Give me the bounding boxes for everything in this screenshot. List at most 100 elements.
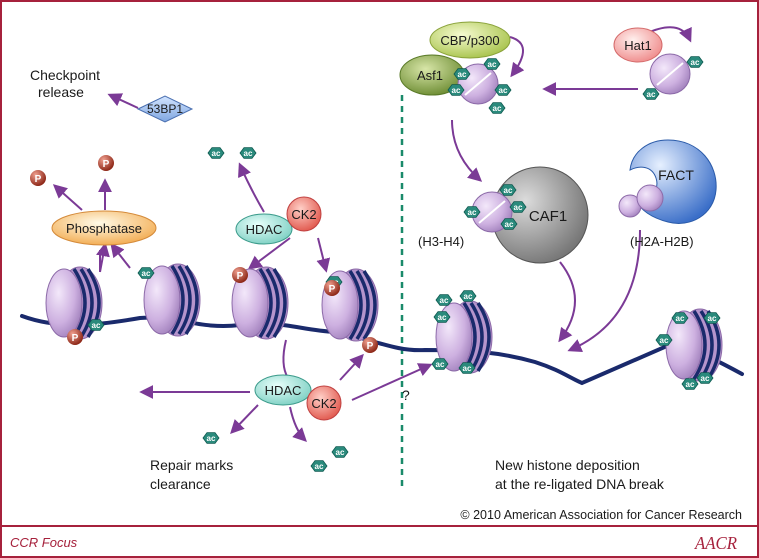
arrow-fact-to-dna [567,229,641,353]
acetyl-tag-label: ac [505,220,514,229]
phospho-tag: P [362,337,378,353]
enzyme-phosphatase: Phosphatase [51,210,157,246]
aacr-logo: AACR [694,533,737,553]
phospho-tag-label: P [72,333,79,344]
label-hat1: Hat1 [624,38,651,53]
histone-h2a-h2b [618,184,664,218]
footer-ccr-focus: CCR Focus [10,535,78,550]
acetyl-tag: ac [499,184,517,196]
acetyl-tag: ac [500,218,518,230]
phospho-tag: P [324,280,340,296]
acetyl-tag: ac [202,432,220,444]
arrow-to-phosphatase-2 [110,242,131,269]
acetyl-tag-label: ac [464,292,473,301]
arrow-caf1-to-dna [558,261,576,343]
enzyme-cbp-p300: CBP/p300 [429,21,511,59]
acetyl-tag-label: ac [336,448,345,457]
acetyl-tag: ac [671,312,689,324]
label-hdac-top: HDAC [246,222,283,237]
acetyl-tag: ac [686,56,704,68]
arrow-hdac-bottom-ac2 [289,406,307,442]
p-tag: P [98,155,114,171]
acetyl-tag: ac [463,206,481,218]
acetyl-tag-label: ac [468,208,477,217]
acetyl-tag-label: ac [438,313,447,322]
acetyl-tag-label: ac [504,186,513,195]
acetyl-tag-label: ac [488,60,497,69]
acetyl-tag: ac [433,311,451,323]
enzyme-ck2-top: CK2 [286,196,322,232]
label-checkpoint: Checkpoint [30,67,100,83]
acetyl-tag-label: ac [142,269,151,278]
label-asf1: Asf1 [417,68,443,83]
arrow-ck2-to-nuc4-bottom [339,353,364,381]
enzyme-hdac-top: HDAC [235,213,293,245]
arrow-hdac-bottom-ac [230,404,259,435]
arrow-ck2-to-nuc4 [316,237,331,273]
aacr-logo-text: AACR [694,533,737,553]
acetyl-tag-label: ac [701,374,710,383]
phospho-tag-label: P [237,271,244,282]
enzyme-hat1: Hat1 [613,27,663,63]
label-phosphatase: Phosphatase [66,221,142,236]
label-new-histone: New histone deposition [495,457,640,473]
acetyl-tag-label: ac [440,296,449,305]
acetyl-tag: ac [459,290,477,302]
acetyl-tag-label: ac [647,90,656,99]
acetyl-tag: ac [453,68,471,80]
enzyme-hdac-bottom: HDAC [254,374,312,406]
p-tag: P [30,170,46,186]
acetyl-tag-label: ac [514,203,523,212]
copyright: © 2010 American Association for Cancer R… [460,508,742,522]
acetyl-tag-label: ac [686,380,695,389]
arrow-hdac-to-ac [238,162,265,213]
label-h3h4: (H3-H4) [418,234,464,249]
label-ck2-bottom: CK2 [311,396,336,411]
acetyl-tag: ac [331,446,349,458]
acetyl-tag-label: ac [708,314,717,323]
label-release: release [38,84,84,100]
enzyme-ck2-bottom: CK2 [306,385,342,421]
nucleosome [143,263,201,337]
acetyl-tag: ac [207,147,225,159]
histone-h3h4-hat1 [649,53,691,95]
arrow-phosphatase-to-p-left [52,184,83,211]
p-tag-label: P [35,174,42,185]
acetyl-tag: ac [483,58,501,70]
acetyl-tag-label: ac [691,58,700,67]
acetyl-tag-label: ac [458,70,467,79]
acetyl-tag: ac [703,312,721,324]
acetyl-tag: ac [310,460,328,472]
phospho-tag: P [232,267,248,283]
acetyl-tag-label: ac [212,149,221,158]
label-53bp1: 53BP1 [147,102,183,116]
acetyl-tag: ac [447,84,465,96]
acetyl-tag: ac [509,201,527,213]
p-tag-label: P [103,159,110,170]
acetyl-tag-label: ac [207,434,216,443]
label-h2a-h2b: (H2A-H2B) [630,234,694,249]
label-repair-marks: Repair marks [150,457,233,473]
acetyl-tag-label: ac [493,104,502,113]
acetyl-tag: ac [137,267,155,279]
acetyl-tag-label: ac [676,314,685,323]
acetyl-tag: ac [655,334,673,346]
label-cbp-p300: CBP/p300 [440,33,499,48]
acetyl-tag: ac [458,362,476,374]
acetyl-tag-label: ac [315,462,324,471]
arrow-ck2-to-nuc3 [247,237,291,270]
label-caf1: CAF1 [529,208,567,225]
acetyl-tag-label: ac [92,321,101,330]
acetyl-tag-label: ac [436,360,445,369]
acetyl-tag: ac [642,88,660,100]
acetyl-tag: ac [488,102,506,114]
acetyl-tag-label: ac [244,149,253,158]
acetyl-tag-label: ac [499,86,508,95]
arrow-ck2-to-right [351,363,433,401]
arrow-asf1-to-caf1 [451,119,483,182]
acetyl-tag: ac [431,358,449,370]
label-hdac-bottom: HDAC [265,383,302,398]
